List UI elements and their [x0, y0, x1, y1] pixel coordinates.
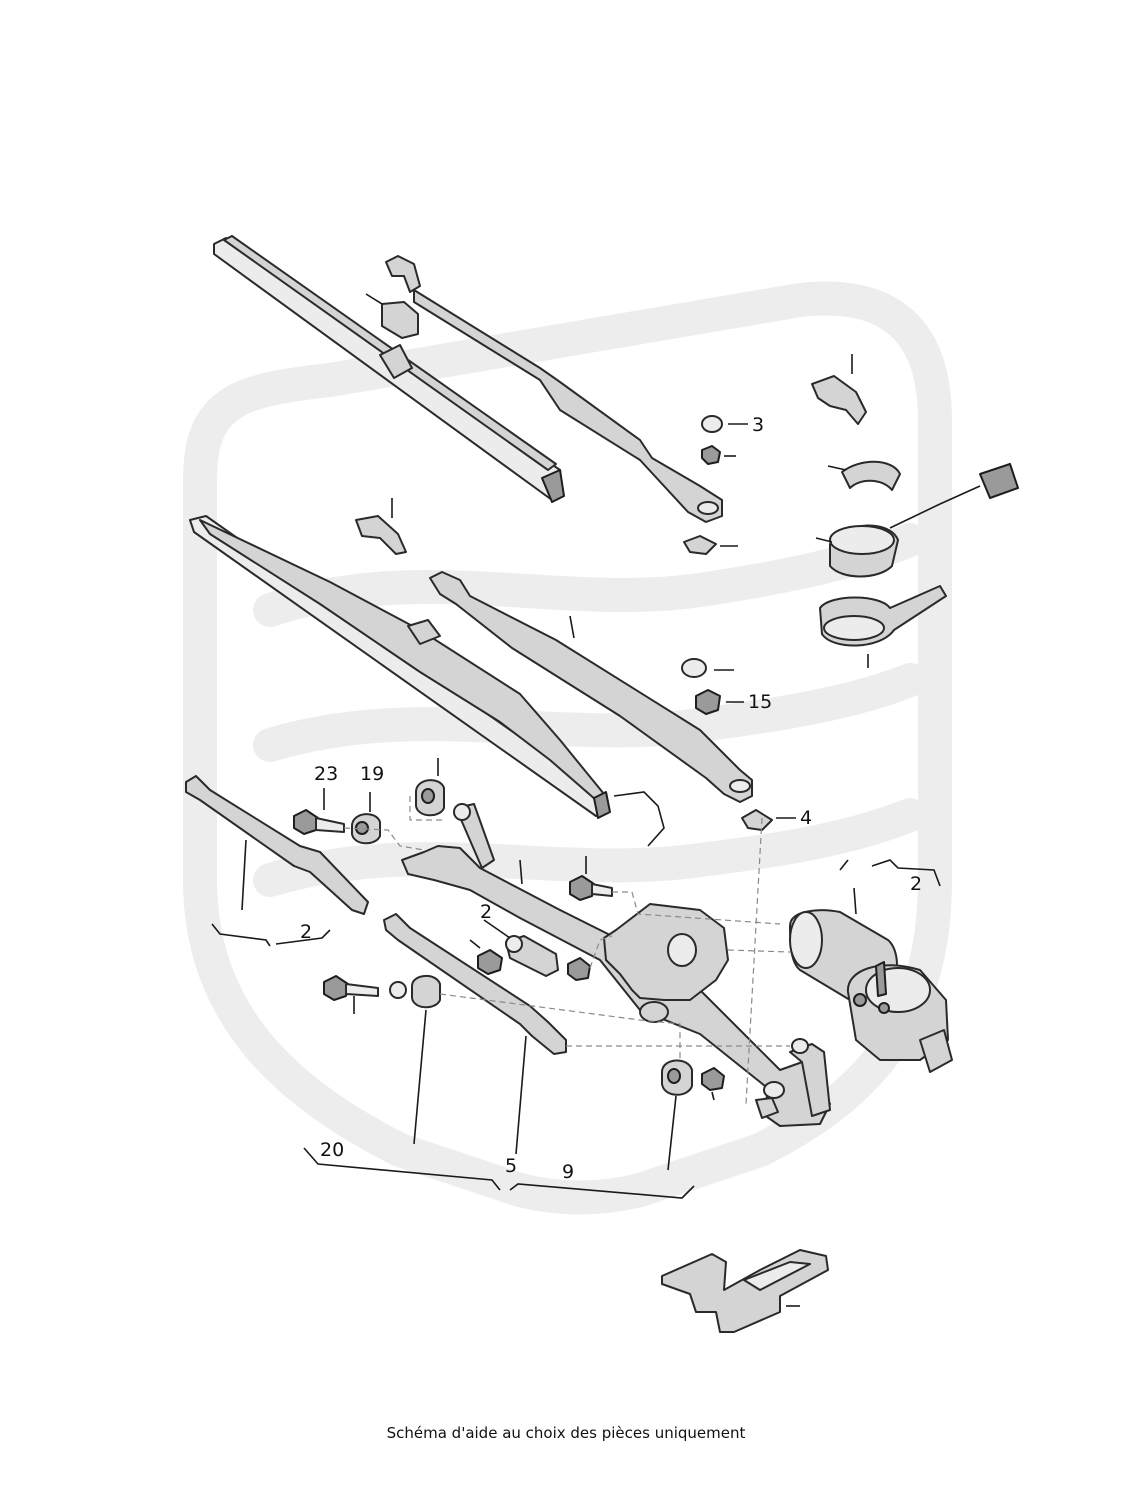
motor-nut	[701, 1067, 725, 1101]
bolt-23: 23	[293, 763, 345, 835]
lower-nut: 15	[695, 689, 772, 715]
left-link-rod: 2	[185, 775, 369, 947]
crank-assembly: 2	[469, 901, 591, 981]
retaining-ring	[827, 460, 901, 491]
right-top-clip	[811, 354, 867, 425]
bottom-brackets: 20 5 9	[303, 1139, 695, 1199]
mounting-bracket	[661, 1249, 829, 1333]
callout-2-mid: 2	[480, 901, 492, 923]
lower-washer: 4	[741, 807, 812, 831]
upper-arm-clip	[365, 293, 419, 339]
grommet-19: 19	[351, 763, 384, 845]
right-link-rod	[383, 913, 567, 1155]
lower-cap	[681, 658, 734, 678]
upper-wiper-arm	[385, 255, 723, 523]
callout-23: 23	[314, 763, 338, 785]
lower-wiper-blade	[189, 515, 665, 847]
assembly-guide-lines	[343, 796, 791, 1105]
callout-4: 4	[800, 807, 812, 829]
linkage-bolt	[569, 856, 613, 901]
grommet-upper-mid	[415, 758, 445, 817]
callout-5: 5	[505, 1155, 517, 1177]
lower-bushing	[411, 975, 441, 1145]
callout-19: 19	[360, 763, 384, 785]
upper-washer	[683, 535, 738, 555]
motor-housing-cap	[815, 524, 899, 578]
callout-2-right: 2	[910, 873, 922, 895]
callout-3: 3	[752, 414, 764, 436]
diagram-caption: Schéma d'aide au choix des pièces unique…	[386, 1424, 746, 1442]
wiper-motor: 2	[789, 859, 953, 1073]
middle-clip	[355, 498, 407, 555]
lower-washer-small	[389, 981, 407, 999]
callout-15: 15	[748, 691, 772, 713]
callout-9: 9	[562, 1161, 574, 1183]
lower-wiper-arm	[429, 571, 753, 803]
motor-boot	[819, 585, 947, 668]
electrical-connector	[889, 463, 1019, 529]
lower-bolt	[323, 975, 379, 1014]
callout-2-left: 2	[300, 921, 312, 943]
wiper-linkage	[401, 803, 831, 1127]
upper-cap: 3	[701, 414, 764, 436]
upper-wiper-blade	[213, 235, 565, 503]
upper-nut	[701, 445, 736, 465]
motor-bushing	[661, 1059, 693, 1171]
callout-20: 20	[320, 1139, 344, 1161]
